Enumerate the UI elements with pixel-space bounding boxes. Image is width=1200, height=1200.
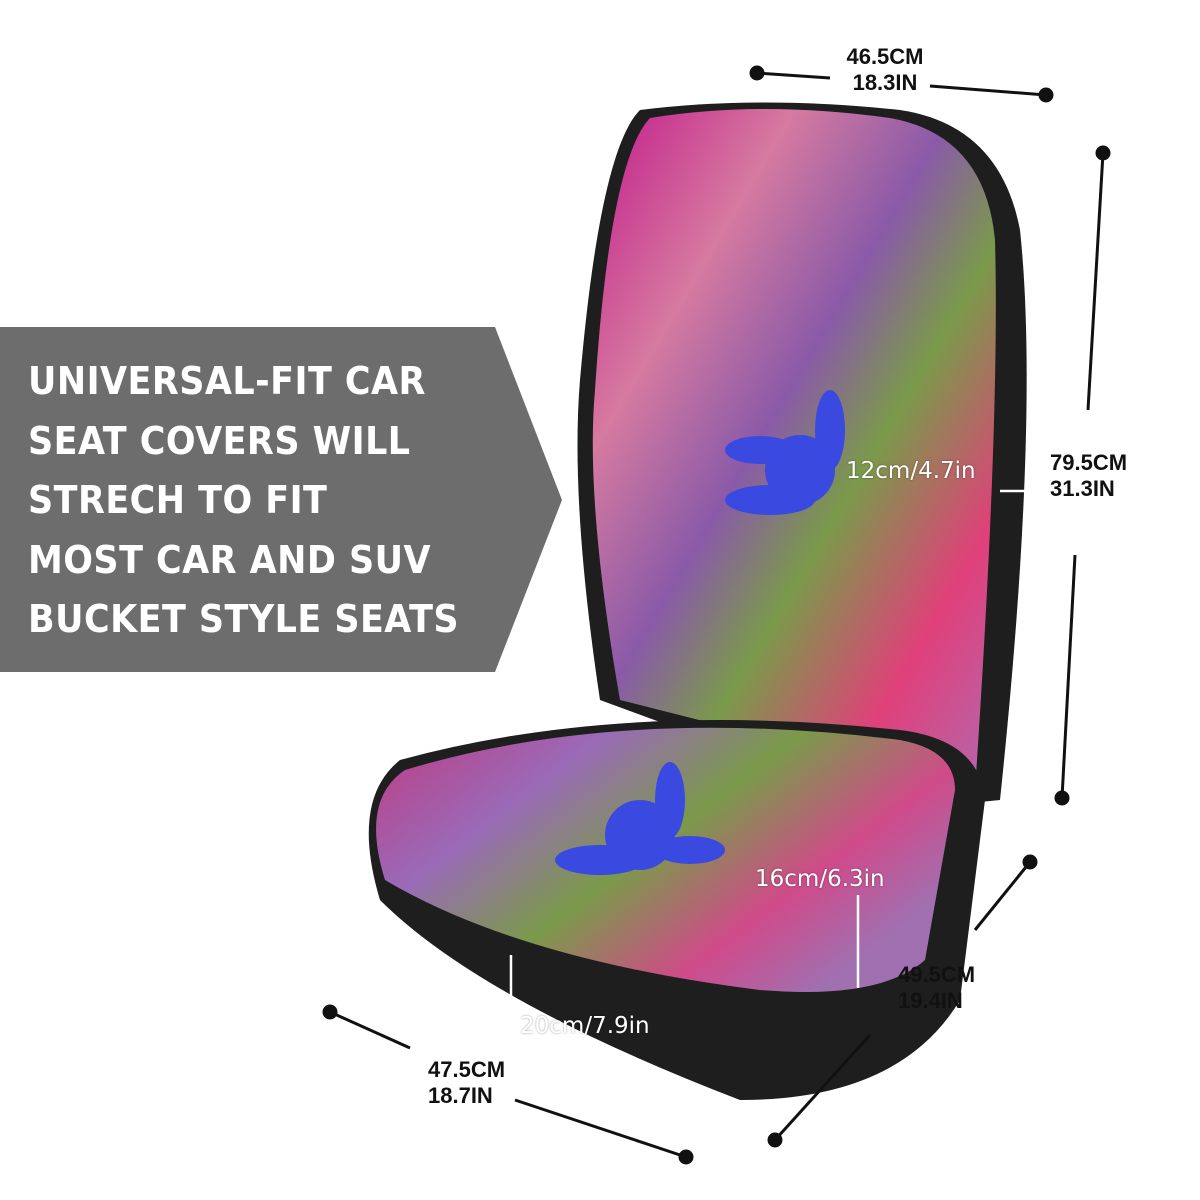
inner-measure-lines bbox=[509, 489, 1028, 1042]
banner-line: STRECH TO FIT bbox=[28, 478, 328, 522]
banner-arrow bbox=[0, 327, 562, 672]
seat-depth-cm: 49.5CM bbox=[898, 962, 976, 987]
banner-text: UNIVERSAL-FIT CAR SEAT COVERS WILL STREC… bbox=[28, 352, 459, 650]
banner-line: MOST CAR AND SUV bbox=[28, 537, 432, 582]
banner-line: BUCKET STYLE SEATS bbox=[28, 597, 460, 641]
seat-depth-in: 19.4IN bbox=[898, 988, 963, 1013]
seat-width-label: 47.5CM 18.7IN bbox=[428, 1057, 538, 1109]
back-height-in: 31.3IN bbox=[1050, 476, 1115, 501]
flower-back bbox=[725, 390, 845, 515]
seat-width-cm: 47.5CM bbox=[428, 1057, 506, 1082]
banner-line: UNIVERSAL-FIT CAR bbox=[28, 359, 426, 403]
top-width-cm: 46.5CM bbox=[846, 44, 924, 69]
top-width-label: 46.5CM 18.3IN bbox=[830, 44, 940, 96]
banner-line: SEAT COVERS WILL bbox=[28, 418, 411, 463]
seat-depth-label: 49.5CM 19.4IN bbox=[898, 962, 1008, 1014]
back-side-measure: 12cm/4.7in bbox=[846, 458, 976, 484]
top-width-in: 18.3IN bbox=[852, 70, 918, 95]
flower-seat bbox=[555, 762, 725, 875]
seat-side-measure: 16cm/6.3in bbox=[755, 866, 885, 892]
back-height-cm: 79.5CM bbox=[1050, 450, 1128, 475]
dimension-lines bbox=[322, 65, 1111, 1165]
back-height-label: 79.5CM 31.3IN bbox=[1050, 450, 1160, 502]
seat-width-in: 18.7IN bbox=[428, 1083, 493, 1108]
seat-front-measure: 20cm/7.9in bbox=[520, 1013, 650, 1039]
